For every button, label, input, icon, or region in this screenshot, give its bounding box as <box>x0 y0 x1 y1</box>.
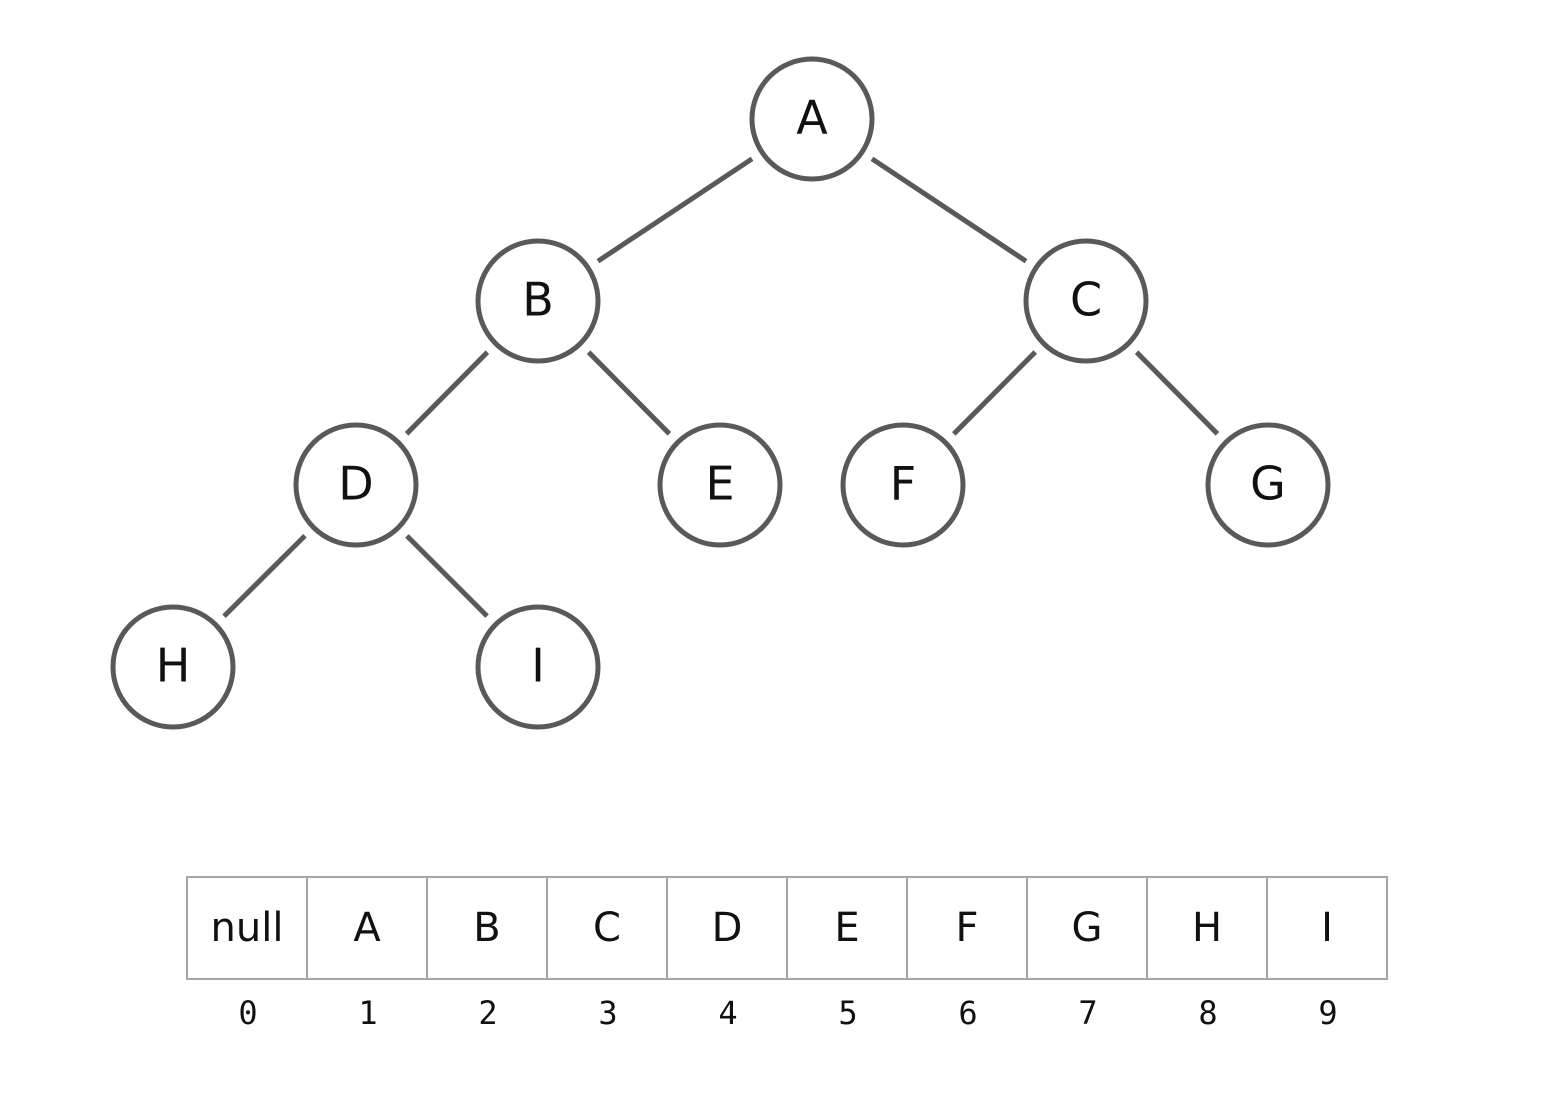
edge-a-c <box>870 156 1028 264</box>
array-cell-3: C <box>548 878 668 978</box>
array-representation: null A B C D E F G H I <box>186 876 1388 980</box>
array-index-row: 0 1 2 3 4 5 6 7 8 9 <box>188 994 1388 1032</box>
array-cell-4: D <box>668 878 788 978</box>
array-cell-0: null <box>188 878 308 978</box>
tree-node-d: D <box>293 422 419 548</box>
tree-node-e: E <box>657 422 783 548</box>
array-index-2: 2 <box>478 994 498 1032</box>
node-label: A <box>796 91 828 145</box>
node-circle <box>749 56 875 182</box>
tree-node-b: B <box>475 238 601 364</box>
edge-a-b <box>596 156 754 264</box>
node-label: I <box>531 639 545 693</box>
array-index-0: 0 <box>238 994 258 1032</box>
tree-node-f: F <box>840 422 966 548</box>
edge-c-g <box>1134 350 1220 436</box>
node-label: E <box>705 457 734 511</box>
binary-tree: A B C D E F G H I <box>110 56 1331 730</box>
node-circle <box>293 422 419 548</box>
array-index-4: 4 <box>718 994 738 1032</box>
edge-d-i <box>405 534 489 618</box>
node-label: F <box>890 457 916 511</box>
node-circle <box>1205 422 1331 548</box>
array-index-5: 5 <box>838 994 858 1032</box>
node-circle <box>475 604 601 730</box>
node-circle <box>1023 238 1149 364</box>
array-index-1: 1 <box>358 994 378 1032</box>
node-circle <box>110 604 236 730</box>
array-index-6: 6 <box>958 994 978 1032</box>
array-cell-7: G <box>1028 878 1148 978</box>
tree-node-a: A <box>749 56 875 182</box>
array-cell-2: B <box>428 878 548 978</box>
array-cell-9: I <box>1321 905 1333 951</box>
array-index-3: 3 <box>598 994 618 1032</box>
node-label: D <box>338 457 373 511</box>
edge-d-h <box>222 533 307 619</box>
tree-nodes: A B C D E F G H I <box>110 56 1331 730</box>
array-index-9: 9 <box>1318 994 1338 1032</box>
edge-b-e <box>586 350 672 436</box>
array-cell-5: E <box>788 878 908 978</box>
node-label: H <box>156 639 191 693</box>
tree-edges <box>222 156 1220 619</box>
tree-node-g: G <box>1205 422 1331 548</box>
edge-b-d <box>404 350 490 436</box>
array-index-7: 7 <box>1078 994 1098 1032</box>
node-label: C <box>1070 273 1102 327</box>
node-label: G <box>1250 457 1286 511</box>
tree-node-h: H <box>110 604 236 730</box>
tree-node-c: C <box>1023 238 1149 364</box>
array-cell-1: A <box>308 878 428 978</box>
array-index-8: 8 <box>1198 994 1218 1032</box>
node-circle <box>657 422 783 548</box>
node-circle <box>840 422 966 548</box>
node-circle <box>475 238 601 364</box>
node-label: B <box>522 273 554 327</box>
array-cell-6: F <box>908 878 1028 978</box>
edge-c-f <box>952 350 1037 436</box>
tree-node-i: I <box>475 604 601 730</box>
array-cell-8: H <box>1148 878 1268 978</box>
